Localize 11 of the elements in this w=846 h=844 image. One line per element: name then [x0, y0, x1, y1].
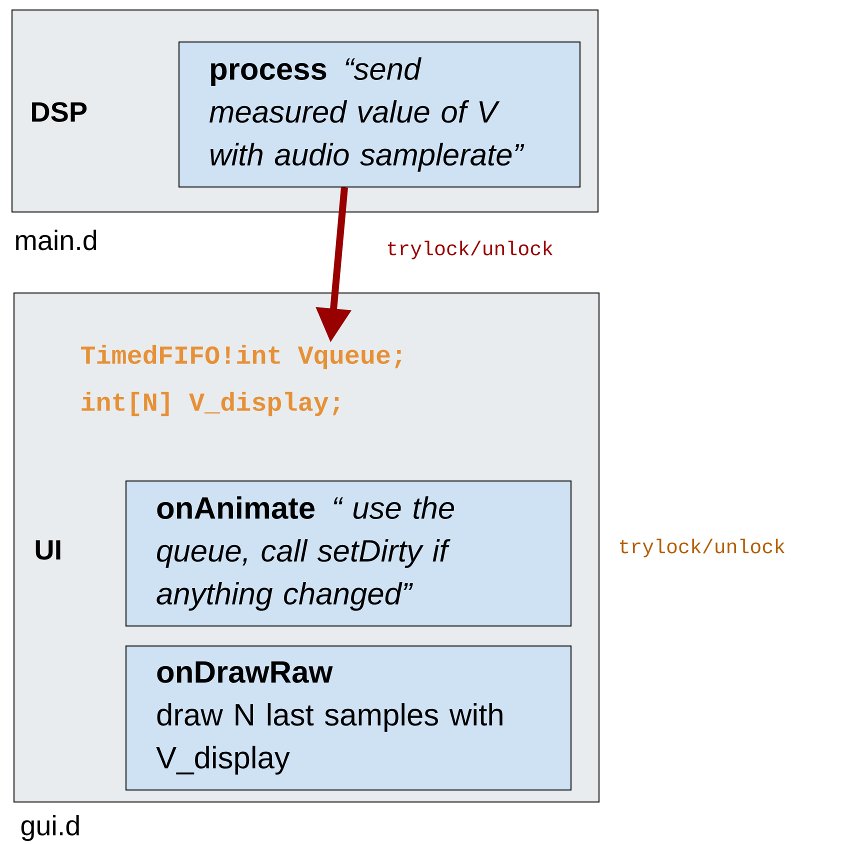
- process-box: onAnimate “ use the queue, call setDirty if anything changed”: [126, 480, 572, 626]
- process-box: process “send measured value of V with audio samplerate”: [178, 42, 580, 188]
- box-title: DSP: [32, 102, 87, 122]
- code-text: int[N] V_display;: [82, 392, 340, 416]
- process-box: onDrawRaw draw N last samples with V_display: [126, 646, 572, 790]
- edge-label: trylock/unlock: [388, 240, 553, 260]
- box-title: UI: [36, 540, 60, 560]
- code-text: TimedFIFO!int Vqueue;: [80, 344, 402, 370]
- file-label: main.d: [16, 230, 96, 250]
- note-text: trylock/unlock: [620, 538, 785, 558]
- file-label: gui.d: [21, 815, 79, 841]
